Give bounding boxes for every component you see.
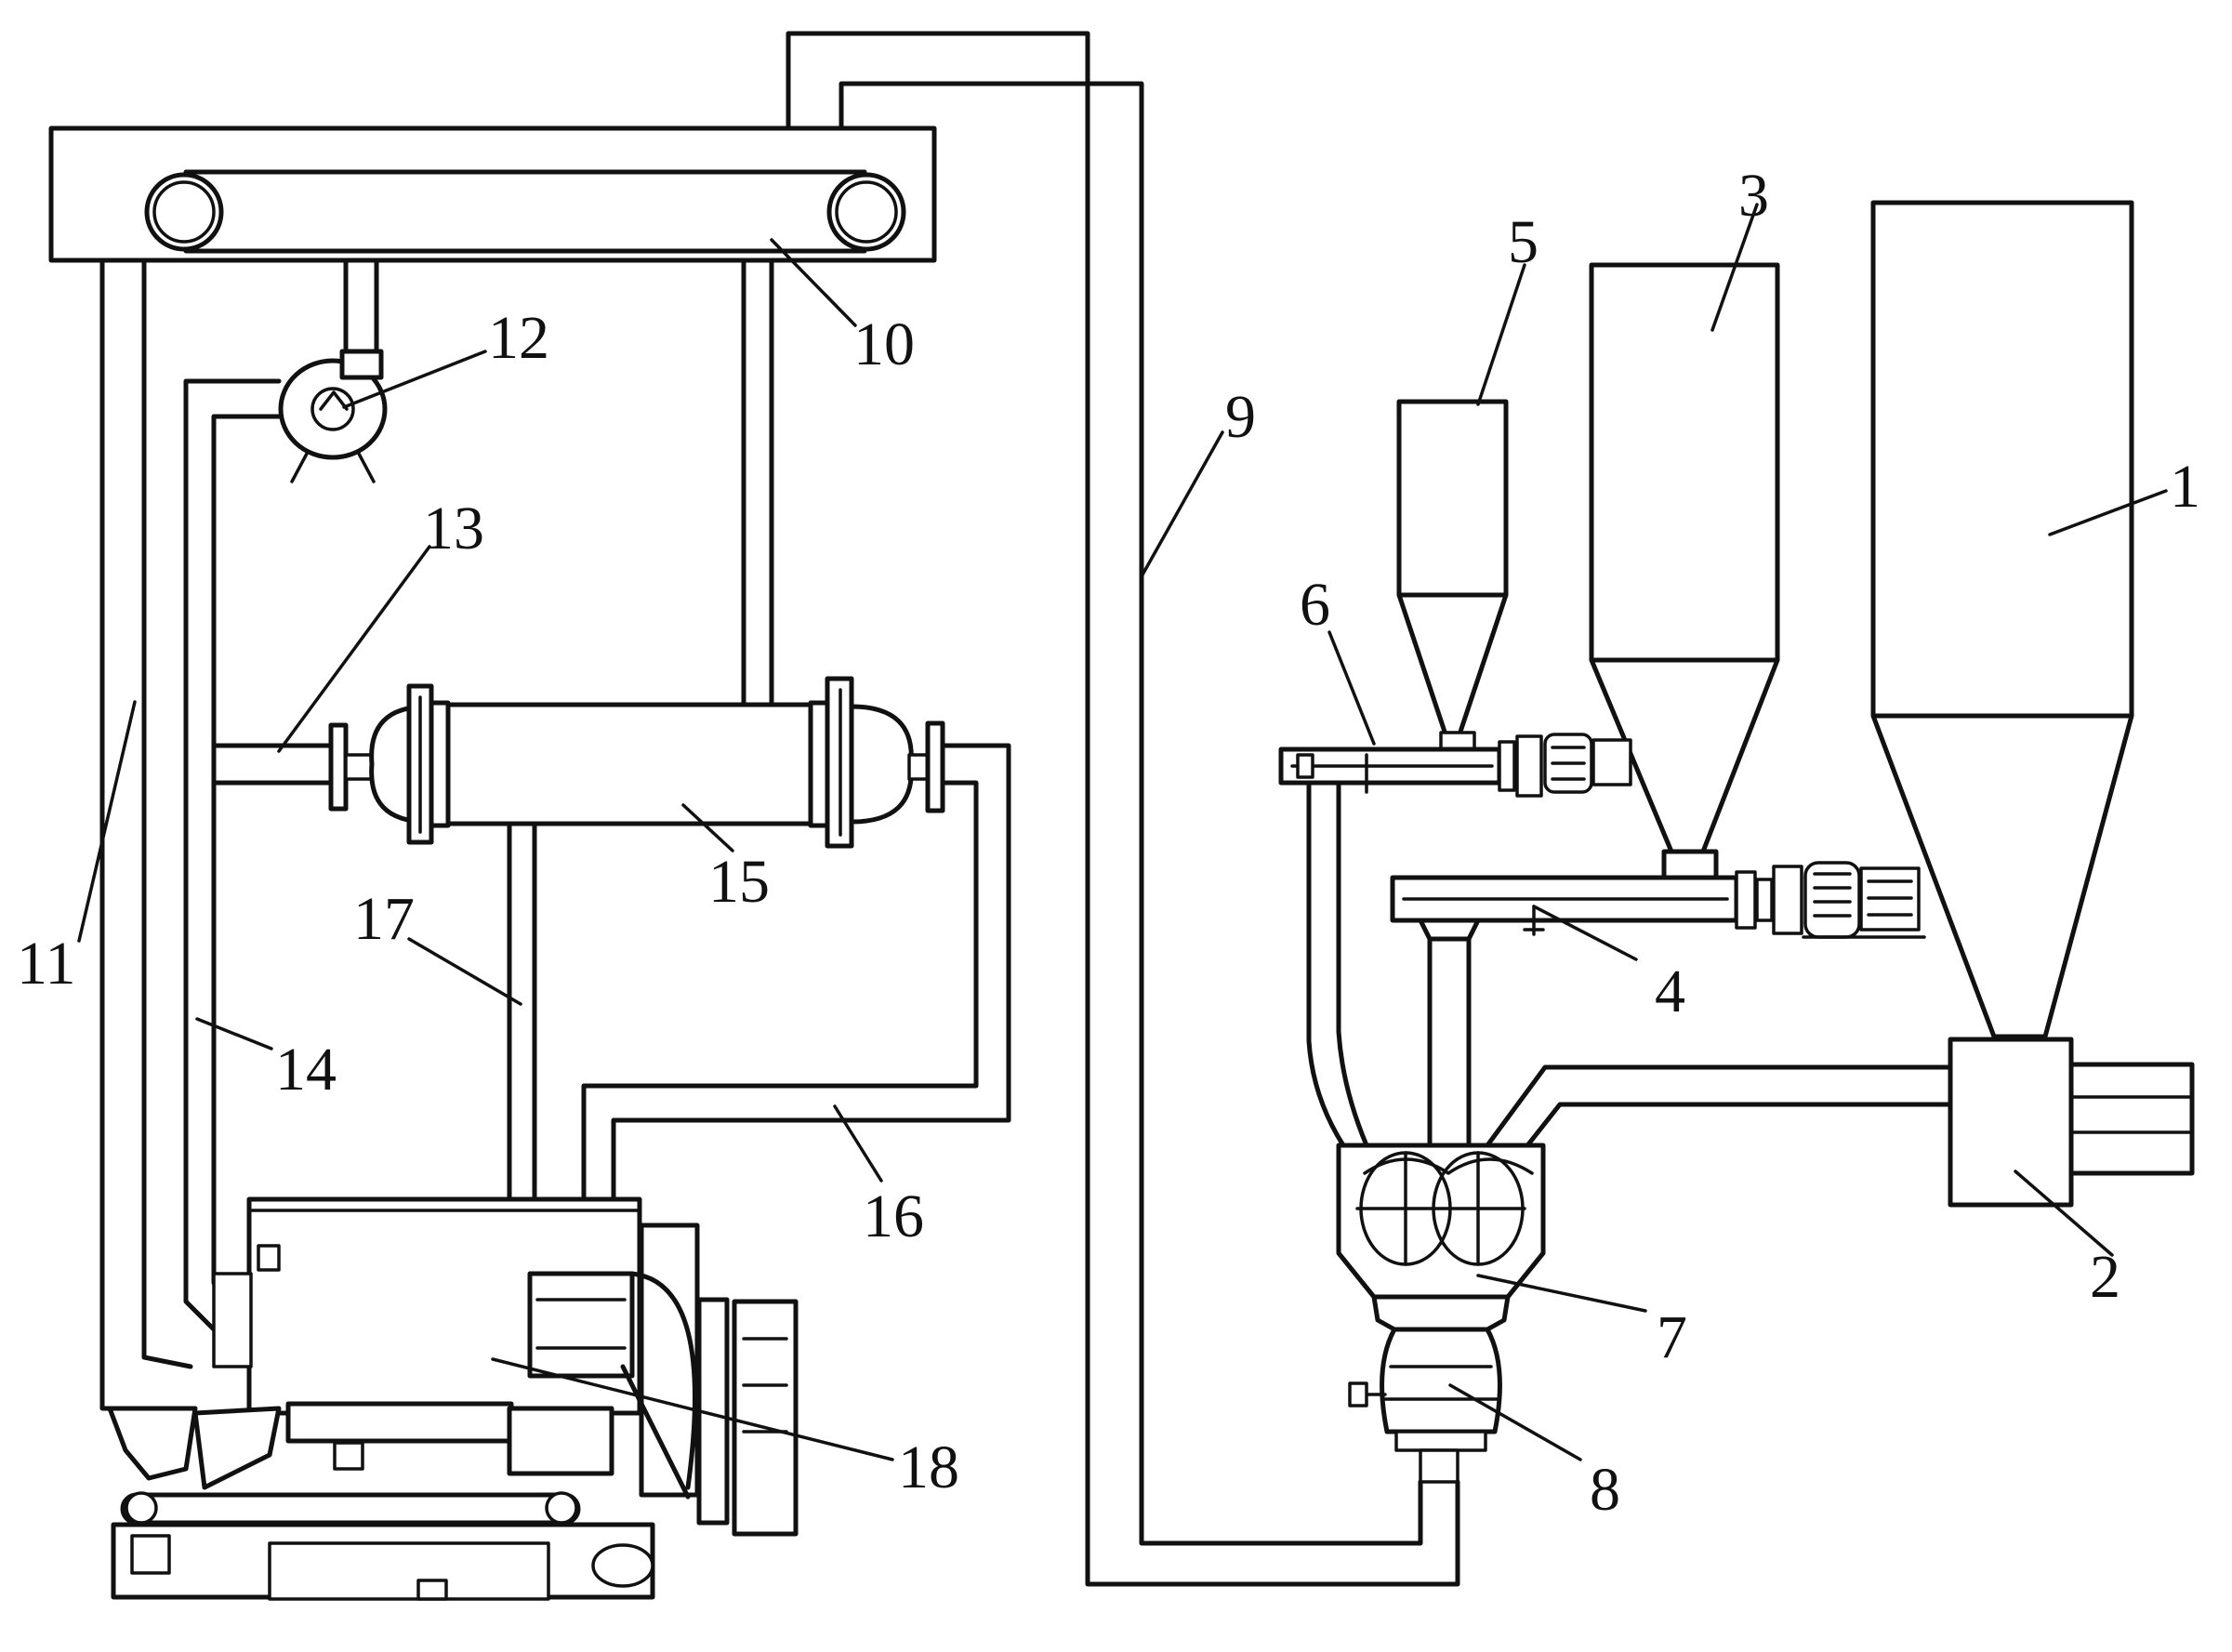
label-6: 6 [1300,571,1330,639]
label-14: 14 [275,1036,337,1104]
dryer-18 [107,1196,799,1601]
label-12: 12 [488,304,549,372]
leader-18 [491,1357,894,1461]
leader-2 [2014,1170,2114,1257]
leader-10 [770,238,857,327]
leader-14 [195,1017,273,1051]
label-10: 10 [853,311,915,378]
leader-lines [77,203,2168,1461]
label-16: 16 [863,1183,924,1250]
conveying-pipe-9 [786,31,1460,1587]
label-3: 3 [1738,162,1769,230]
leader-6 [1327,630,1376,746]
leader-9 [1140,430,1224,578]
mill-7 [1336,1143,1546,1300]
leader-11 [77,700,137,943]
silo-1 [1870,200,2134,1039]
label-4: 4 [1655,958,1685,1025]
duct-belt-to-exchanger [741,258,774,707]
label-8: 8 [1590,1456,1620,1524]
leader-4 [1532,905,1638,961]
label-9: 9 [1225,383,1256,451]
label-15: 15 [708,848,770,916]
label-2: 2 [2090,1243,2120,1311]
pipe-feeder-to-mill [1485,1064,1953,1152]
leader-17 [407,937,522,1006]
feeder-2 [1948,1037,2195,1208]
leader-3 [1710,203,1759,332]
leader-5 [1476,263,1526,406]
pipe-16 [581,743,1011,1202]
leader-7 [1476,1274,1647,1313]
belt-dryer-10 [48,126,937,263]
label-7: 7 [1657,1303,1687,1371]
label-17: 17 [353,885,415,953]
classifier-8 [1348,1294,1511,1484]
label-11: 11 [17,930,76,998]
screw-feeder-4 [1390,849,1926,1148]
pipe-17 [507,821,537,1202]
pipe-13 [211,743,337,786]
leader-13 [277,545,431,753]
leader-8 [1448,1383,1582,1461]
label-1: 1 [2170,453,2200,521]
leader-15 [681,803,734,852]
label-18: 18 [898,1434,959,1501]
leader-1 [2048,489,2168,536]
fan-12 [278,258,388,483]
heat-exchanger-15 [328,676,945,849]
silo-5 [1396,399,1509,737]
duct-11 [99,258,193,1411]
label-13: 13 [423,495,484,562]
reference-labels: 1 2 3 4 5 6 7 8 9 10 11 12 13 14 15 16 1… [17,162,2200,1524]
leader-12 [342,350,487,409]
leader-16 [833,1104,883,1183]
screw-feeder-6 [1278,731,1632,1148]
label-5: 5 [1508,208,1539,276]
